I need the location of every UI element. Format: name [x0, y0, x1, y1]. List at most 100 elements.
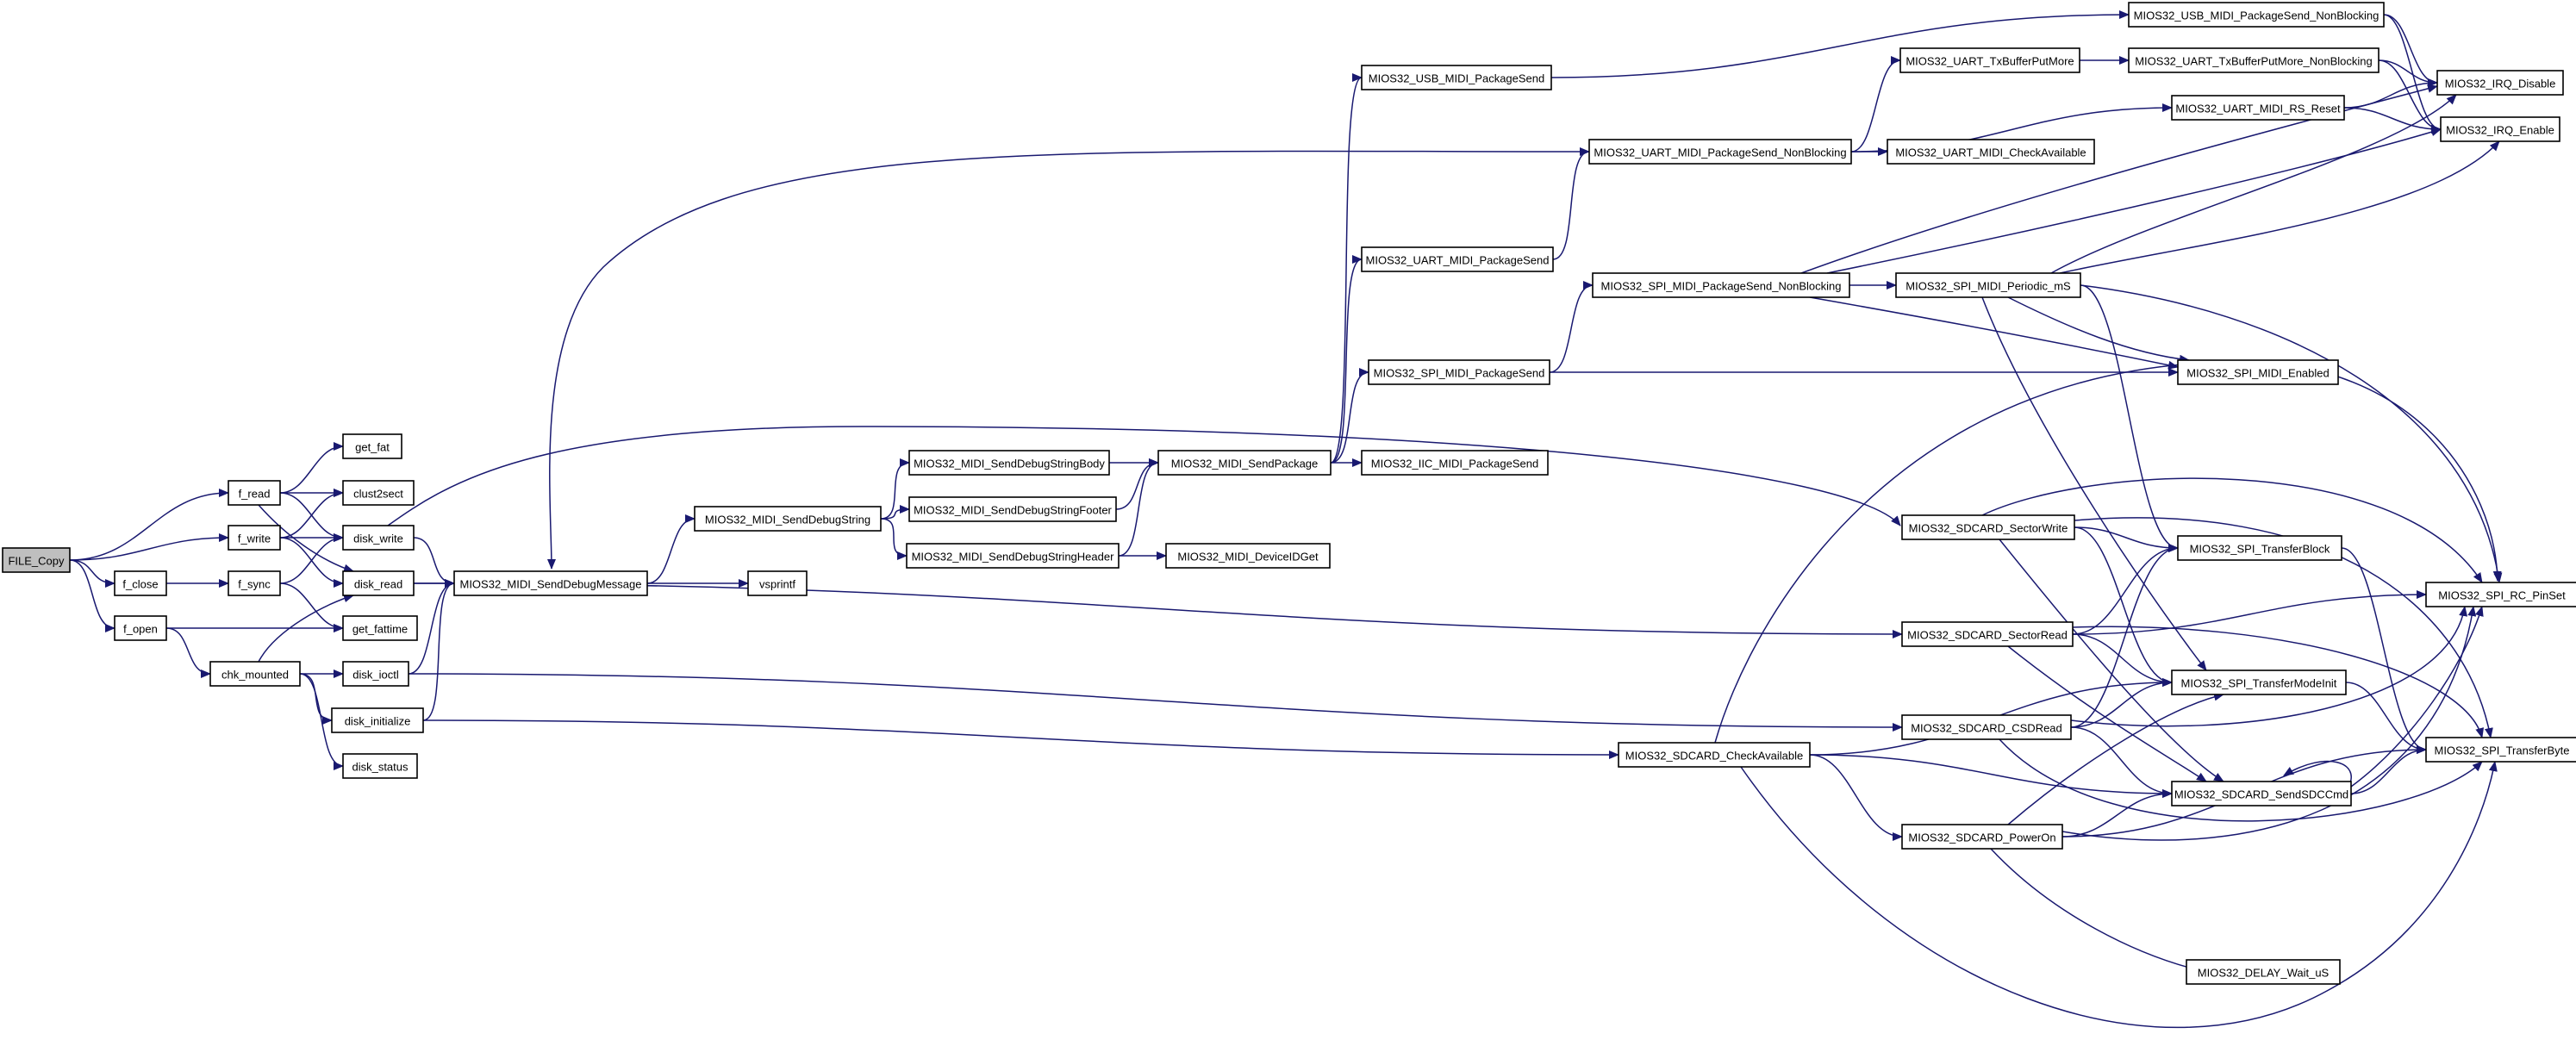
node-SPI_Periodic[interactable]: MIOS32_SPI_MIDI_Periodic_mS: [1895, 272, 2081, 298]
node-chk_mounted[interactable]: chk_mounted: [209, 661, 301, 687]
edge-f_sync-to-disk_write: [279, 533, 344, 584]
node-SendDebugStringFooter[interactable]: MIOS32_MIDI_SendDebugStringFooter: [908, 496, 1117, 522]
node-TxBufferPutMore_NB[interactable]: MIOS32_UART_TxBufferPutMore_NonBlocking: [2128, 47, 2380, 73]
edge-TxBufferPutMore_NB-to-IRQ_Enable: [2378, 59, 2442, 134]
node-label: get_fat: [355, 441, 390, 454]
node-TransferByte[interactable]: MIOS32_SPI_TransferByte: [2425, 737, 2576, 763]
edge-SendPackage-to-UART_PackageSend: [1330, 255, 1363, 464]
edge-SectorWrite-to-RC_PinSet: [1981, 477, 2483, 583]
node-label: MIOS32_SDCARD_SendSDCCmd: [2174, 788, 2348, 801]
node-f_close[interactable]: f_close: [114, 570, 167, 596]
node-box: [2186, 959, 2341, 985]
edge-CheckAvailable-to-TransferByte: [1740, 761, 2498, 1029]
node-label: MIOS32_USB_MIDI_PackageSend_NonBlocking: [2134, 9, 2380, 22]
edge-SendDebugString-to-SendDebugStringBody: [880, 458, 910, 520]
node-box: [1887, 139, 2095, 165]
node-SendPackage[interactable]: MIOS32_MIDI_SendPackage: [1157, 450, 1332, 476]
edge-RS_Reset-to-IRQ_Enable: [2343, 107, 2442, 134]
node-USB_PackageSend[interactable]: MIOS32_USB_MIDI_PackageSend: [1361, 65, 1552, 90]
node-SendDebugMessage[interactable]: MIOS32_MIDI_SendDebugMessage: [453, 570, 648, 596]
node-box: [342, 570, 415, 596]
node-TransferBlock[interactable]: MIOS32_SPI_TransferBlock: [2177, 535, 2342, 561]
edge-SendSDCCmd-to-RC_PinSet: [2350, 606, 2484, 788]
node-box: [2425, 737, 2576, 763]
node-USB_PackageSend_NB[interactable]: MIOS32_USB_MIDI_PackageSend_NonBlocking: [2128, 2, 2385, 28]
node-box: [114, 570, 167, 596]
node-RS_Reset[interactable]: MIOS32_UART_MIDI_RS_Reset: [2171, 95, 2345, 121]
node-TxBufferPutMore[interactable]: MIOS32_UART_TxBufferPutMore: [1899, 47, 2080, 73]
edge-SectorRead-to-TransferByte: [2072, 626, 2485, 738]
node-FILE_Copy[interactable]: FILE_Copy: [2, 547, 71, 573]
edge-CSDRead-to-TransferModeInit: [2070, 678, 2173, 728]
node-f_read[interactable]: f_read: [228, 480, 281, 506]
node-label: MIOS32_UART_TxBufferPutMore: [1905, 55, 2074, 68]
node-CSDRead[interactable]: MIOS32_SDCARD_CSDRead: [1901, 714, 2072, 740]
node-UART_CheckAvailable[interactable]: MIOS32_UART_MIDI_CheckAvailable: [1887, 139, 2095, 165]
edge-SendDebugString-to-SendDebugStringHeader: [880, 518, 908, 560]
edge-disk_ioctl-to-CSDRead: [408, 673, 1903, 732]
edge-CSDRead-to-RC_PinSet: [2070, 606, 2468, 727]
node-label: MIOS32_MIDI_SendPackage: [1171, 458, 1319, 470]
edge-SPI_Periodic-to-TransferBlock: [2080, 284, 2179, 552]
node-SectorWrite[interactable]: MIOS32_SDCARD_SectorWrite: [1901, 514, 2075, 540]
node-IIC_PackageSend[interactable]: MIOS32_IIC_MIDI_PackageSend: [1361, 450, 1549, 476]
node-TransferModeInit[interactable]: MIOS32_SPI_TransferModeInit: [2171, 669, 2347, 695]
node-label: f_sync: [238, 578, 271, 591]
node-UART_PackageSend[interactable]: MIOS32_UART_MIDI_PackageSend: [1361, 246, 1554, 272]
node-SPI_PackageSend[interactable]: MIOS32_SPI_MIDI_PackageSend: [1368, 359, 1550, 385]
node-SPI_Enabled[interactable]: MIOS32_SPI_MIDI_Enabled: [2177, 359, 2339, 385]
node-DeviceIDGet[interactable]: MIOS32_MIDI_DeviceIDGet: [1165, 543, 1331, 569]
node-SendDebugStringHeader[interactable]: MIOS32_MIDI_SendDebugStringHeader: [906, 543, 1120, 569]
edge-SPI_Periodic-to-RC_PinSet: [2080, 284, 2503, 583]
node-RC_PinSet[interactable]: MIOS32_SPI_RC_PinSet: [2425, 582, 2576, 607]
edge-f_sync-to-get_fattime: [279, 582, 344, 632]
node-box: [2171, 781, 2352, 806]
edge-SectorRead-to-SendSDCCmd: [2007, 645, 2207, 782]
node-box: [694, 506, 882, 532]
node-clust2sect[interactable]: clust2sect: [342, 480, 415, 506]
node-f_sync[interactable]: f_sync: [228, 570, 281, 596]
node-CheckAvailable[interactable]: MIOS32_SDCARD_CheckAvailable: [1618, 742, 1811, 768]
node-label: MIOS32_MIDI_SendDebugMessage: [459, 578, 641, 591]
node-box: [2425, 582, 2576, 607]
edge-disk_write-to-SendDebugMessage: [413, 537, 455, 588]
node-SendSDCCmd[interactable]: MIOS32_SDCARD_SendSDCCmd: [2171, 781, 2352, 806]
node-DELAY_Wait_uS[interactable]: MIOS32_DELAY_Wait_uS: [2186, 959, 2341, 985]
node-f_write[interactable]: f_write: [228, 525, 281, 551]
edge-USB_PackageSend_NB-to-IRQ_Enable: [2383, 14, 2442, 134]
node-box: [228, 480, 281, 506]
node-label: MIOS32_MIDI_SendDebugStringBody: [914, 458, 1105, 470]
node-disk_write[interactable]: disk_write: [342, 525, 415, 551]
node-SendDebugString[interactable]: MIOS32_MIDI_SendDebugString: [694, 506, 882, 532]
node-box: [331, 707, 424, 733]
node-disk_read[interactable]: disk_read: [342, 570, 415, 596]
node-label: MIOS32_IRQ_Disable: [2445, 78, 2556, 90]
node-PowerOn[interactable]: MIOS32_SDCARD_PowerOn: [1901, 824, 2063, 850]
node-box: [1899, 47, 2080, 73]
node-disk_status[interactable]: disk_status: [342, 753, 418, 779]
node-get_fat[interactable]: get_fat: [342, 433, 402, 459]
node-label: MIOS32_MIDI_DeviceIDGet: [1177, 551, 1319, 564]
node-SectorRead[interactable]: MIOS32_SDCARD_SectorRead: [1901, 621, 2074, 647]
edge-PowerOn-to-RC_PinSet: [2061, 606, 2477, 841]
node-label: MIOS32_UART_MIDI_PackageSend: [1366, 254, 1550, 267]
edge-SectorWrite-to-TransferByte: [2074, 517, 2493, 738]
node-box: [453, 570, 648, 596]
node-vsprintf[interactable]: vsprintf: [747, 570, 808, 596]
edge-CSDRead-to-TransferByte: [1999, 738, 2483, 822]
node-UART_PackageSend_NB[interactable]: MIOS32_UART_MIDI_PackageSend_NonBlocking: [1588, 139, 1852, 165]
node-box: [1588, 139, 1852, 165]
node-f_open[interactable]: f_open: [114, 615, 167, 641]
node-SPI_PackageSend_NB[interactable]: MIOS32_SPI_MIDI_PackageSend_NonBlocking: [1592, 272, 1850, 298]
node-disk_ioctl[interactable]: disk_ioctl: [342, 661, 409, 687]
node-IRQ_Enable[interactable]: MIOS32_IRQ_Enable: [2440, 116, 2560, 142]
node-IRQ_Disable[interactable]: MIOS32_IRQ_Disable: [2436, 70, 2564, 96]
node-SendDebugStringBody[interactable]: MIOS32_MIDI_SendDebugStringBody: [908, 450, 1110, 476]
edge-FILE_Copy-to-f_close: [69, 559, 115, 588]
node-label: MIOS32_SDCARD_SectorWrite: [1909, 522, 2068, 535]
node-label: MIOS32_IRQ_Enable: [2446, 124, 2554, 137]
edge-SectorWrite-to-TransferModeInit: [2074, 526, 2173, 687]
node-disk_initialize[interactable]: disk_initialize: [331, 707, 424, 733]
node-get_fattime[interactable]: get_fattime: [342, 615, 418, 641]
node-label: disk_write: [353, 532, 403, 545]
